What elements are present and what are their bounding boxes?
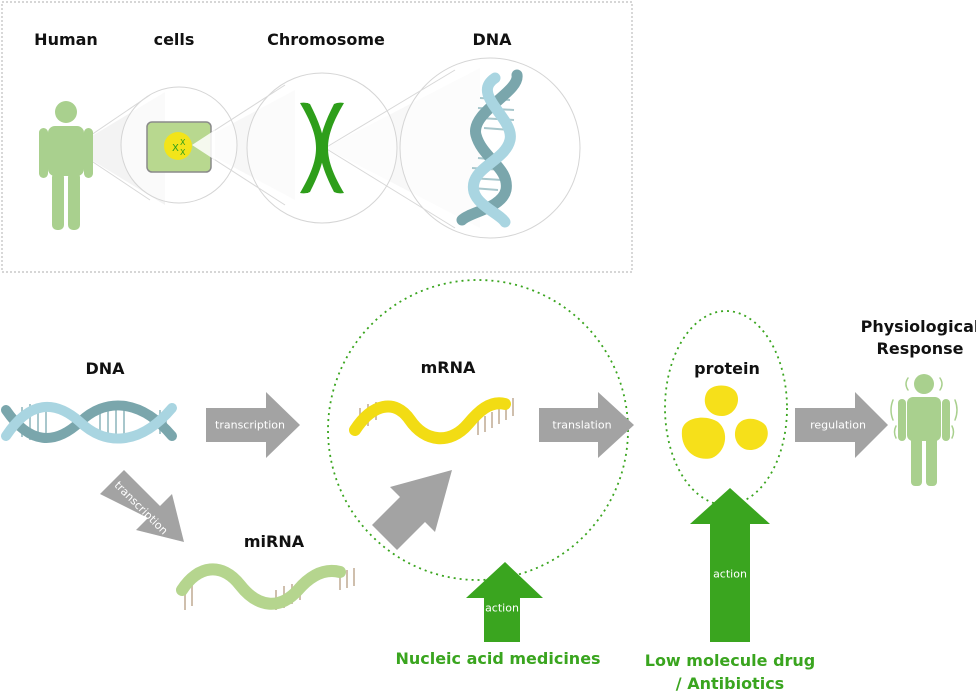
mirna-to-mrna-arrow bbox=[372, 470, 452, 550]
label-dna-flow: DNA bbox=[85, 359, 125, 378]
action-arrow-nucleic bbox=[466, 562, 543, 642]
translation-arrow bbox=[539, 392, 634, 458]
protein-blobs-icon bbox=[681, 385, 768, 459]
svg-text:X: X bbox=[172, 143, 179, 154]
label-mirna: miRNA bbox=[243, 532, 305, 551]
mirna-strand-icon bbox=[176, 563, 355, 610]
cell-icon: X X X bbox=[146, 121, 212, 173]
label-low-molecule-drug: Low molecule drug / Antibiotics bbox=[645, 649, 816, 695]
svg-text:X: X bbox=[180, 138, 186, 147]
label-chromosome: Chromosome bbox=[267, 30, 385, 49]
label-dna-top: DNA bbox=[472, 30, 512, 49]
action-arrow-drug bbox=[690, 488, 770, 642]
label-arrow-transcription: transcription bbox=[215, 418, 285, 432]
label-arrow-translation: translation bbox=[552, 418, 612, 432]
svg-text:X: X bbox=[180, 148, 186, 157]
label-low-molecule-line2: / Antibiotics bbox=[675, 674, 785, 693]
label-physiological-response: Physiological Response bbox=[860, 317, 976, 358]
physiological-response-human-icon bbox=[890, 374, 958, 486]
label-human: Human bbox=[34, 30, 98, 49]
top-panel-frame bbox=[1, 1, 633, 273]
label-arrow-regulation: regulation bbox=[810, 418, 866, 432]
chromosome-icon bbox=[300, 102, 344, 194]
label-arrow-action-nucleic: action bbox=[485, 601, 519, 615]
dna-zoom-circle bbox=[399, 57, 581, 239]
label-low-molecule-line1: Low molecule drug bbox=[644, 651, 816, 670]
label-arrow-action-drug: action bbox=[713, 567, 747, 581]
mrna-strand-icon bbox=[349, 397, 514, 445]
regulation-arrow bbox=[795, 392, 888, 458]
label-protein: protein bbox=[694, 359, 760, 378]
transcription-mirna-arrow bbox=[100, 470, 184, 542]
transcription-arrow bbox=[206, 392, 300, 458]
label-mrna: mRNA bbox=[420, 358, 476, 377]
label-nucleic-acid-medicines: Nucleic acid medicines bbox=[395, 649, 601, 668]
human-figure-icon bbox=[39, 101, 93, 230]
label-cells: cells bbox=[153, 30, 195, 49]
cell-highlight-cone bbox=[192, 130, 215, 160]
protein-dotted-ellipse bbox=[664, 310, 788, 506]
dna-helix-flow-icon bbox=[1, 400, 177, 444]
dna-helix-top-icon bbox=[456, 69, 523, 228]
